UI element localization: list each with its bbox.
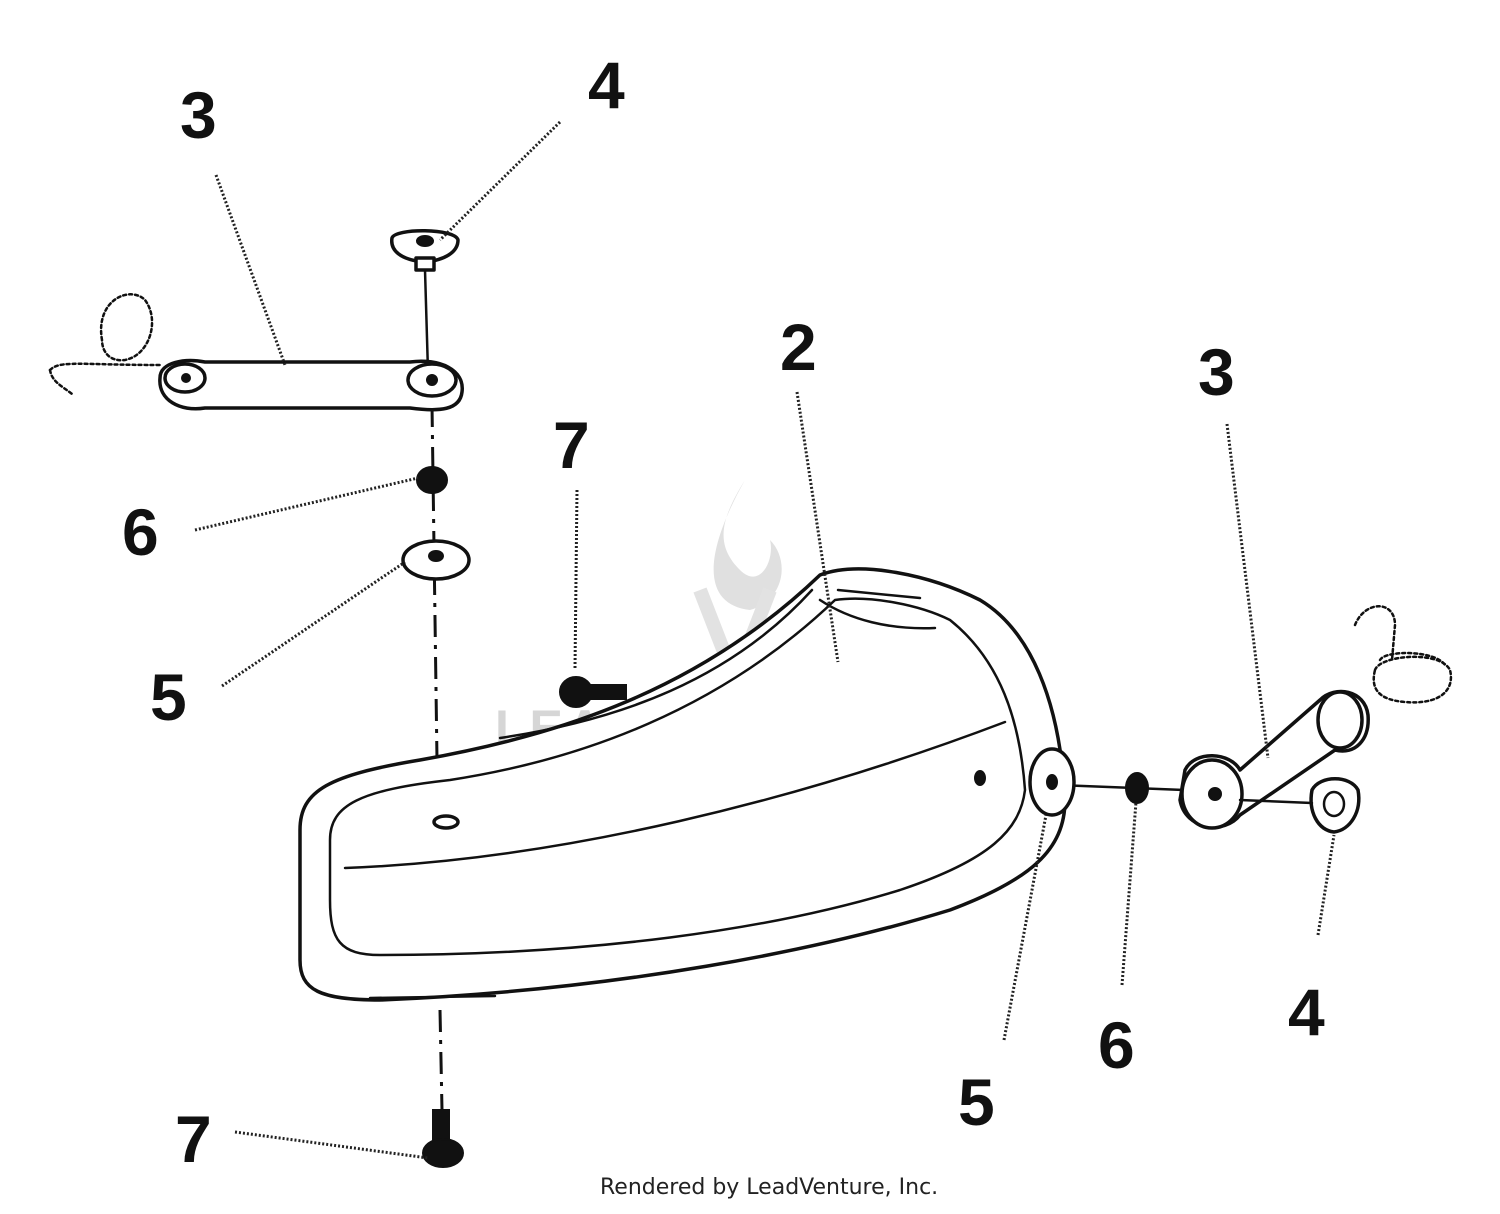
flame-watermark-icon (713, 480, 782, 610)
leader-4-right (1316, 834, 1336, 936)
callout-4-top: 4 (588, 48, 625, 122)
callout-3-left: 3 (180, 78, 217, 152)
callout-7-bottom: 7 (175, 1102, 212, 1176)
callout-7-mid: 7 (553, 408, 590, 482)
part-4-nut-top (390, 229, 460, 272)
leader-5-left (221, 560, 406, 688)
part-6-spacer-right (1125, 772, 1149, 804)
callout-2: 2 (780, 310, 817, 384)
render-credit: Rendered by LeadVenture, Inc. (600, 1175, 938, 1200)
part-5-washer-left (401, 539, 471, 581)
part-7-bolt-bottom (422, 1109, 464, 1168)
callout-3-right: 3 (1198, 335, 1235, 409)
leader-7-mid (573, 489, 579, 669)
callout-6-left: 6 (122, 495, 159, 569)
part-2-deck-cover (298, 567, 1067, 1002)
part-5-washer-right (1028, 747, 1076, 817)
leader-7-bottom (234, 1130, 429, 1160)
part-6-spacer-left (416, 466, 448, 494)
callout-5-right: 5 (958, 1065, 995, 1139)
callout-6-right: 6 (1098, 1008, 1135, 1082)
callout-4-right: 4 (1288, 975, 1325, 1049)
part-4-nut-right (1238, 777, 1361, 834)
part-3-link-arm-left (48, 293, 464, 412)
centerline-left-lower (438, 1009, 444, 1111)
part-3-link-arm-right (1178, 605, 1453, 830)
leader-lines (194, 120, 1336, 1160)
stud-line-top (423, 268, 430, 374)
callout-labels: 3 4 2 3 7 6 5 5 6 4 7 (122, 48, 1325, 1176)
leader-6-right (1120, 801, 1138, 986)
part-7-bolt-mid (559, 676, 627, 708)
leader-4-top (438, 120, 562, 242)
callout-5-left: 5 (150, 660, 187, 734)
centerline-left (430, 404, 439, 761)
leader-3-left (214, 174, 287, 366)
leader-6-left (194, 476, 419, 532)
leader-2 (795, 391, 840, 663)
leader-3-right (1225, 423, 1270, 759)
